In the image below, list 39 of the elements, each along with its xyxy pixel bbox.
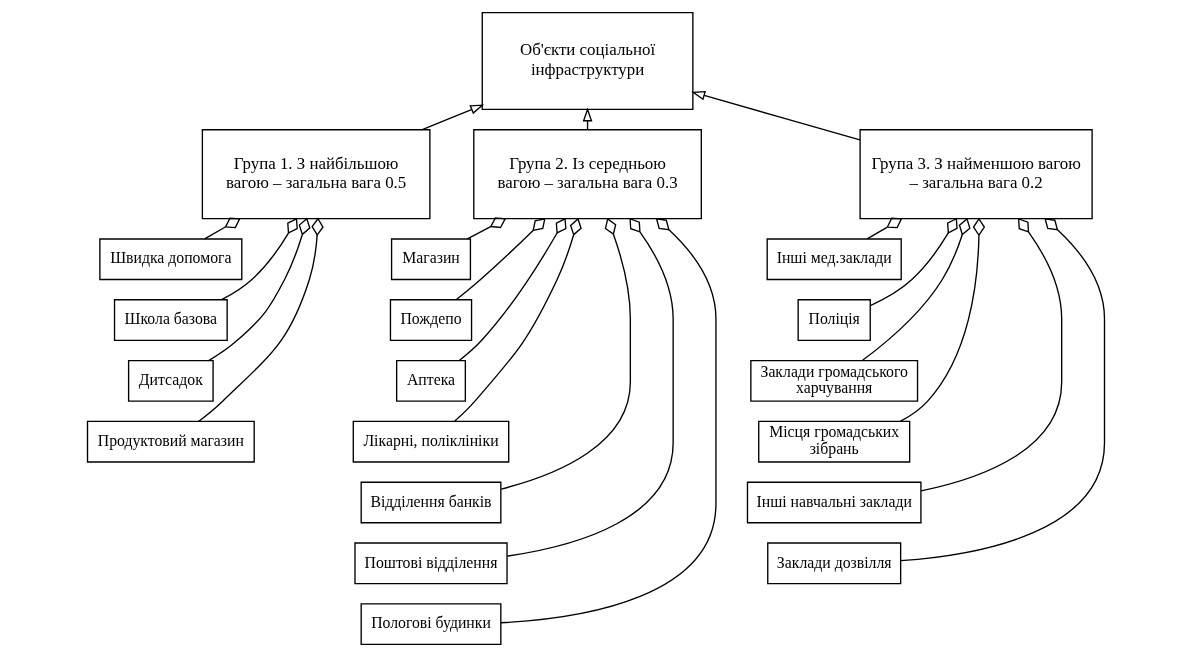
connector — [453, 217, 582, 422]
arrow — [690, 90, 861, 141]
connector — [506, 218, 674, 557]
node-box: Поліція — [797, 299, 871, 341]
node-box: Інші мед.заклади — [766, 238, 902, 281]
node-box: Лікарні, поліклініки — [352, 420, 509, 463]
node-box: Заклади громадського харчування — [749, 359, 918, 402]
connector — [500, 217, 631, 490]
connector — [203, 217, 241, 240]
node-box: Швидка допомога — [98, 238, 242, 281]
connector — [207, 217, 311, 362]
node-box: Школа базова — [113, 299, 228, 341]
node-box: Інші навчальні заклади — [746, 481, 922, 524]
node-box: Об'єкти соціальної інфраструктури — [481, 11, 694, 111]
connector — [454, 218, 546, 301]
node-box: Місця громадських зібрань — [757, 420, 910, 463]
connector — [899, 217, 985, 423]
node-box: Магазин — [390, 238, 471, 281]
node-box: Аптека — [395, 359, 466, 402]
connector — [869, 217, 958, 307]
arrow — [421, 104, 484, 131]
connector — [899, 218, 1105, 562]
node-box: Пождепо — [389, 299, 472, 341]
connector — [866, 217, 902, 240]
connector — [458, 217, 566, 362]
connector — [499, 218, 717, 624]
node-box: Дитсадок — [127, 359, 214, 402]
node-box: Заклади дозвілля — [766, 542, 901, 585]
connector — [220, 217, 298, 301]
node-box: Пологові будинки — [360, 603, 501, 646]
connector — [920, 218, 1062, 492]
node-box: Поштові відділення — [353, 542, 508, 585]
node-box: Група 3. З найменшою вагою – загальна вага 0.2 — [858, 129, 1093, 220]
node-box: Група 2. Із середньою вагою – загальна вага 0.3 — [472, 129, 702, 220]
connector — [197, 217, 324, 422]
node-box: Група 1. З найбільшою вагою – загальна вага 0.5 — [201, 129, 431, 220]
connector — [466, 217, 506, 240]
node-box: Відділення банків — [360, 481, 501, 524]
node-box: Продуктовий магазин — [86, 420, 255, 463]
